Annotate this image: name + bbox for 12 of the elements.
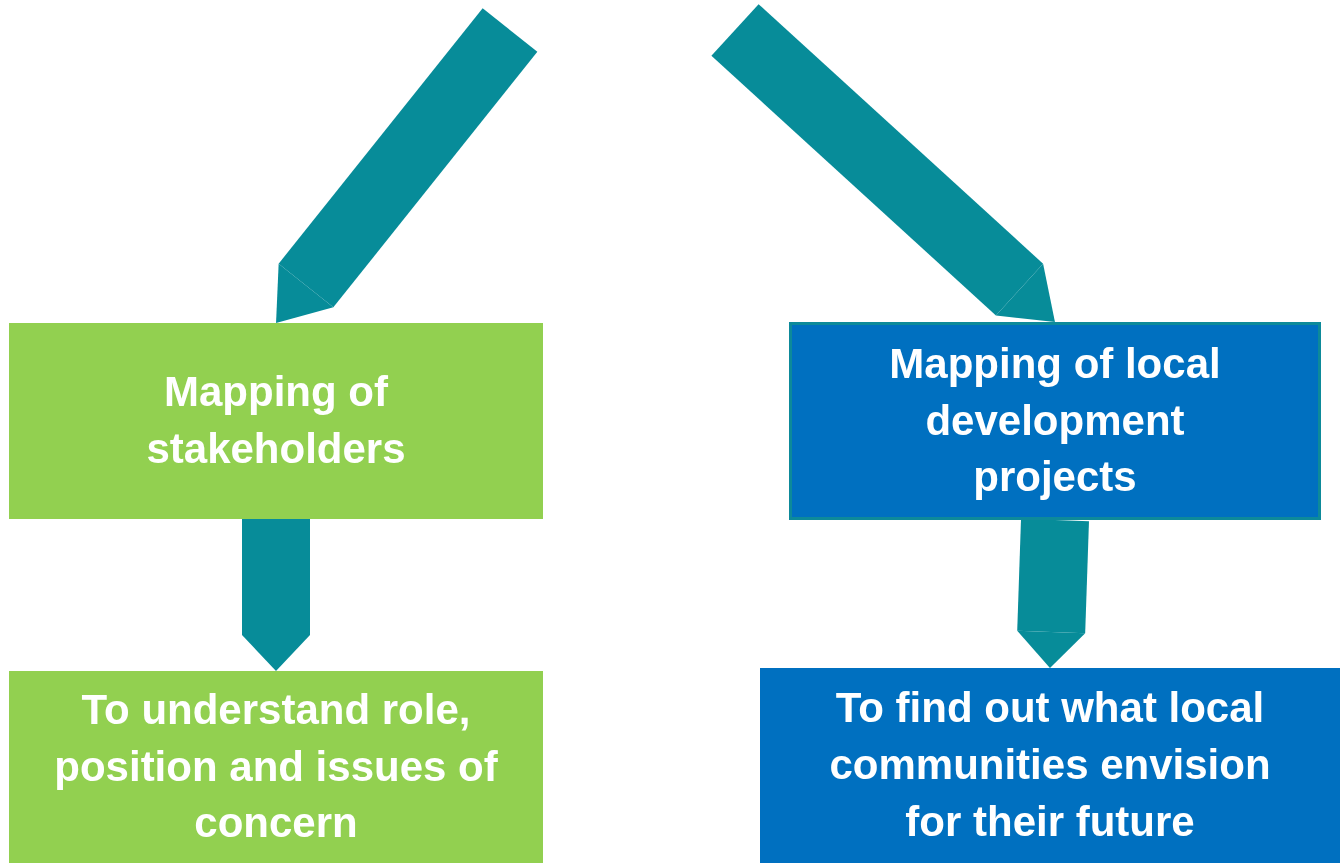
block-arrow [1017, 518, 1089, 668]
process-box [9, 323, 543, 519]
block-arrow [276, 8, 538, 323]
process-box [760, 668, 1340, 863]
box-text: Mapping of stakeholders [145, 367, 407, 474]
process-box [9, 671, 543, 863]
box-text: Mapping of local development projects [888, 338, 1222, 503]
box-text: To find out what local communities envision for their future [828, 683, 1272, 847]
block-arrow [711, 4, 1055, 322]
block-arrow [242, 519, 310, 671]
process-box [789, 322, 1321, 520]
box-text: To understand role, position and issues of concern [53, 684, 499, 849]
